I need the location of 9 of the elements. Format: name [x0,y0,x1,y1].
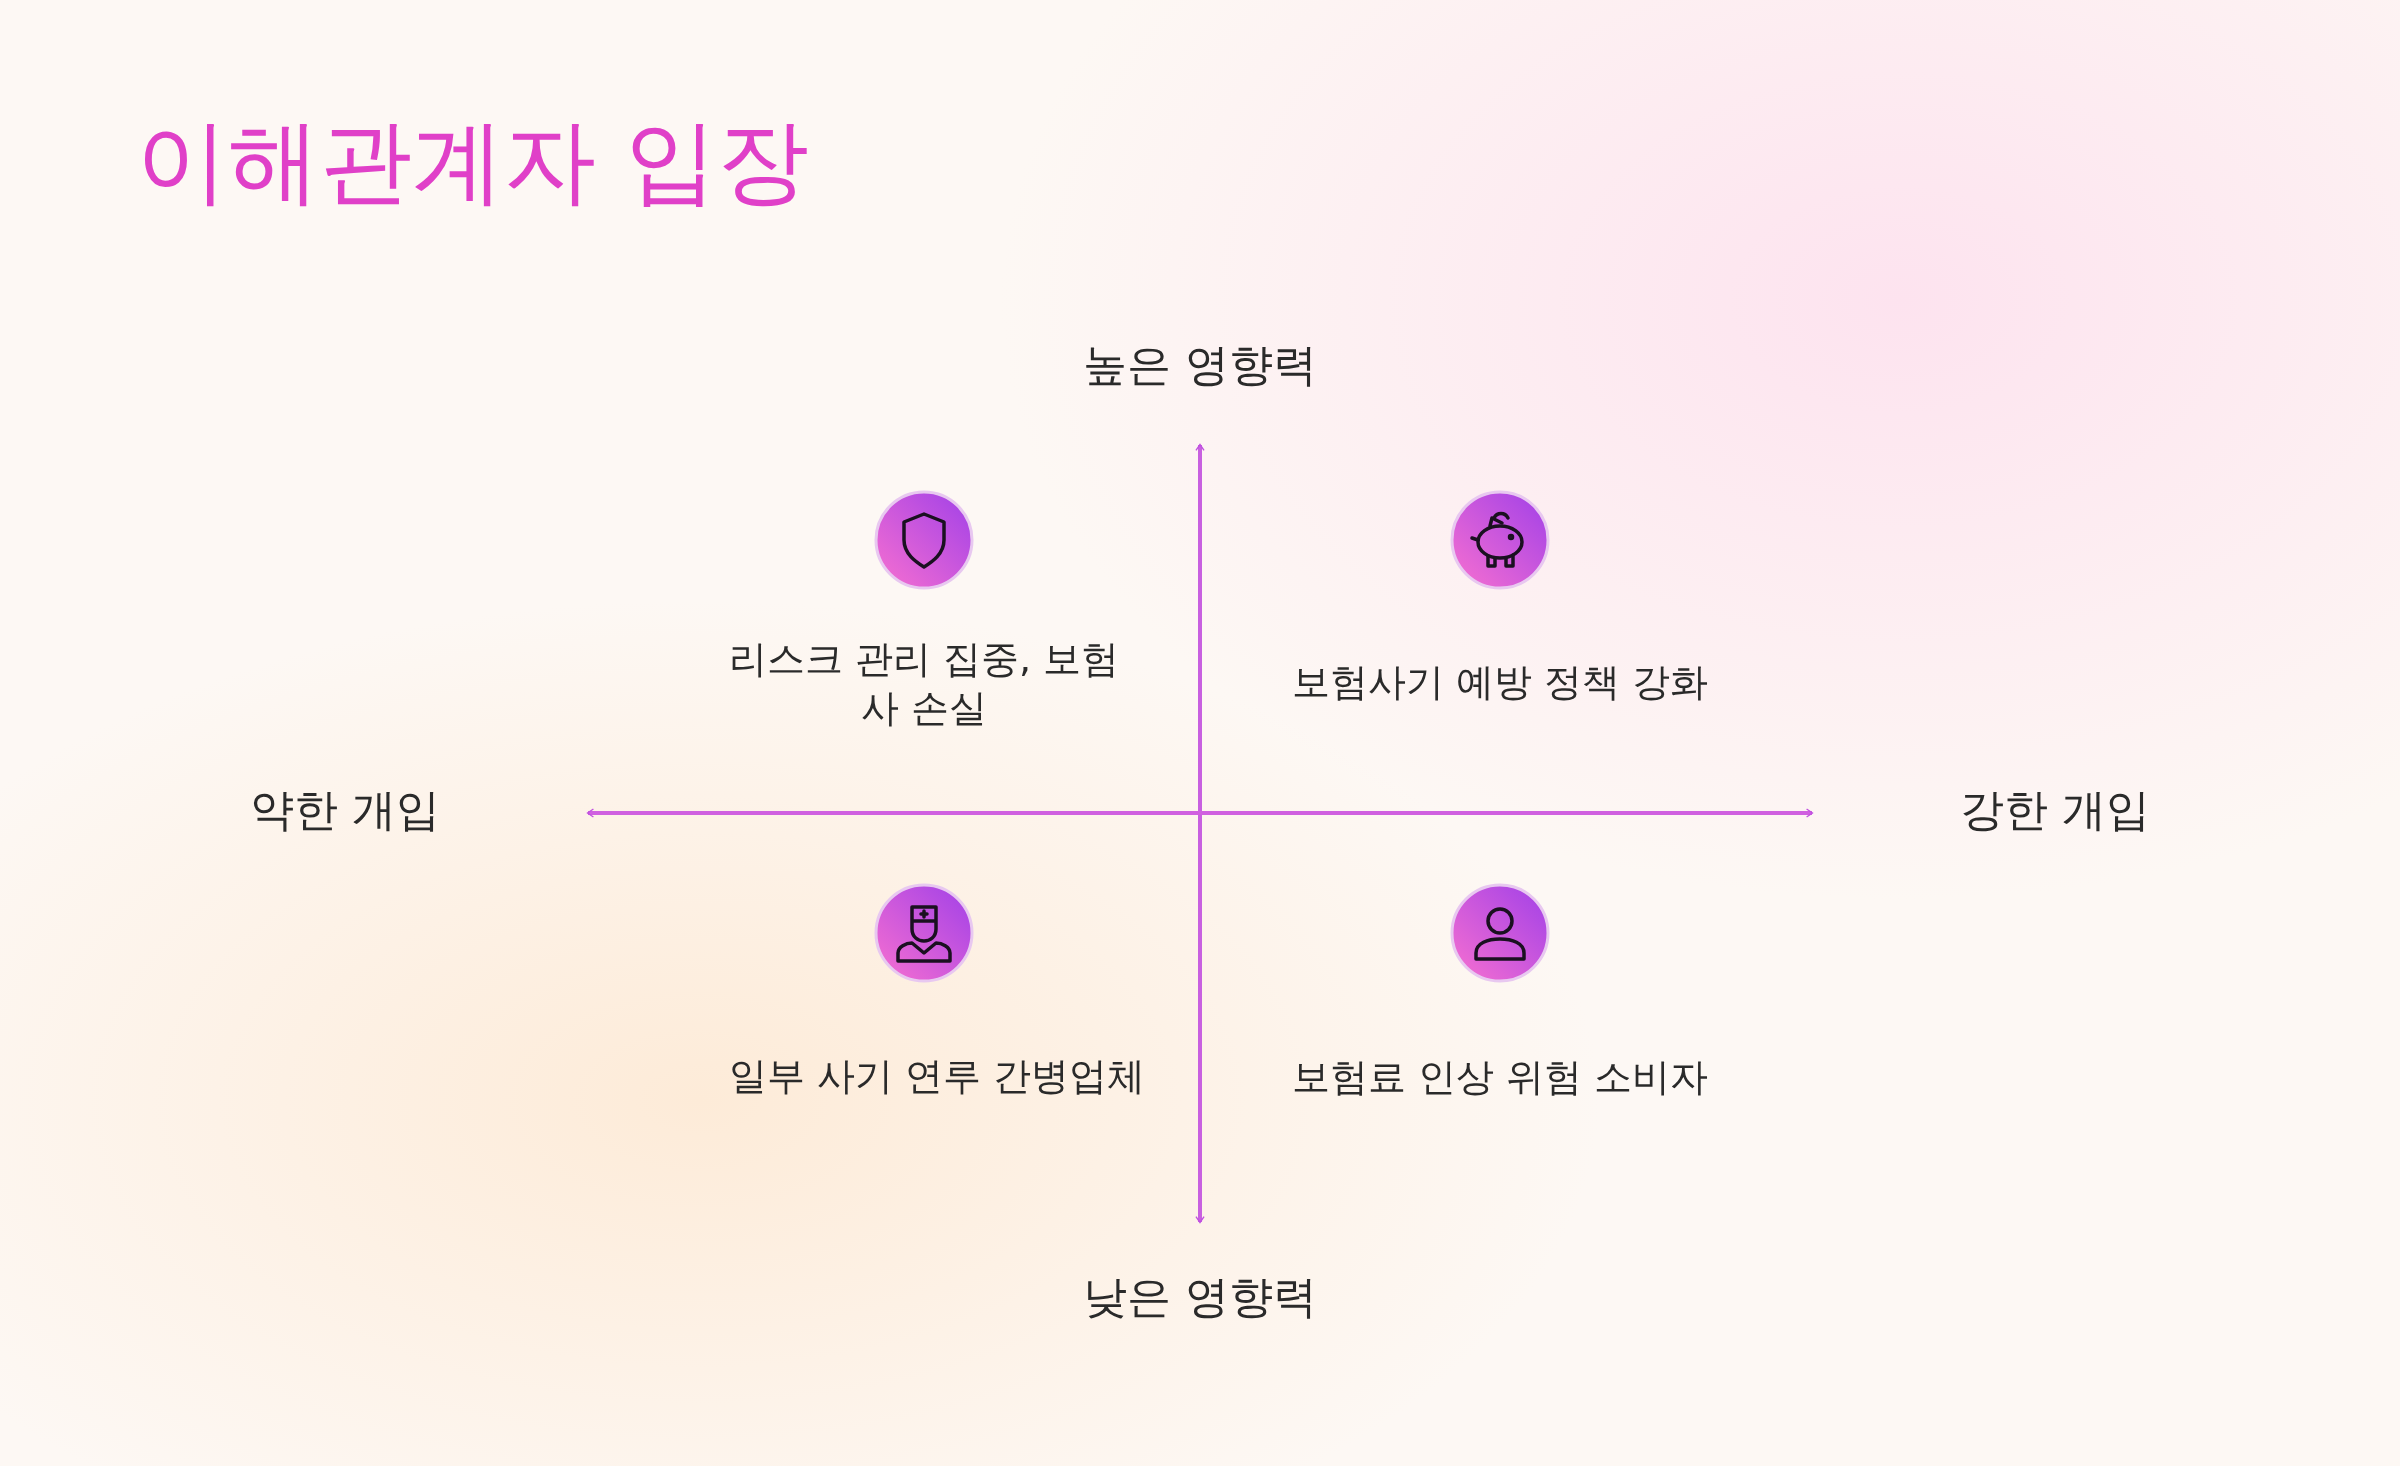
quadrant-label: 리스크 관리 집중, 보험사 손실 [727,635,1121,732]
quadrant-label: 보험료 인상 위험 소비자 [1291,1054,1709,1102]
title: 이해관계자 입장 [136,107,810,217]
quadrant-label: 일부 사기 연루 간병업체 [728,1053,1146,1101]
axis-label: 강한 개입 [1960,783,2150,838]
axis-label: 낮은 영향력 [1083,1270,1317,1325]
quadrant-label: 보험사기 예방 정책 강화 [1291,659,1709,707]
axis-label: 약한 개입 [250,783,440,838]
axis-label: 높은 영향력 [1083,338,1317,393]
